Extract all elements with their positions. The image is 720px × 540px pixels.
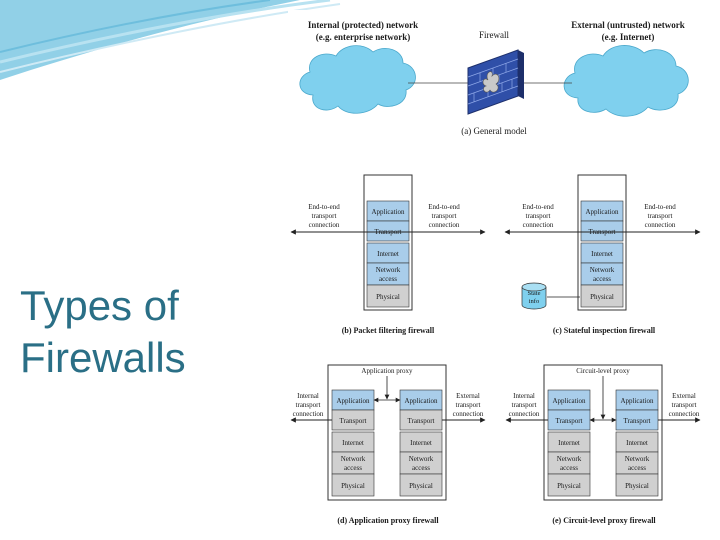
external-connection-label: transport	[672, 401, 697, 409]
state-info-label: info	[529, 298, 539, 305]
external-cloud-icon	[563, 45, 689, 117]
general-model-caption: (a) General model	[461, 126, 527, 136]
transport-layer: Transport	[624, 417, 651, 425]
internal-network-example: (e.g. enterprise network)	[316, 32, 410, 42]
internet-layer: Internet	[626, 439, 648, 447]
right-connection-label: connection	[645, 221, 676, 229]
transport-layer: Transport	[408, 417, 435, 425]
stateful-inspection-caption: (c) Stateful inspection firewall	[553, 326, 656, 335]
firewall-wall-icon	[467, 49, 524, 115]
external-connection-label: connection	[669, 410, 700, 418]
external-connection-label: connection	[453, 410, 484, 418]
left-connection-label: End-to-end	[308, 203, 340, 211]
internal-connection-label: transport	[512, 401, 537, 409]
network-layer-line2: access	[344, 464, 362, 472]
internet-layer: Internet	[558, 439, 580, 447]
external-connection-label: External	[456, 392, 480, 400]
network-layer-line1: Network	[557, 455, 582, 463]
application-proxy-panel: Application proxy Application Transport …	[290, 364, 486, 525]
firewall-label: Firewall	[479, 30, 509, 40]
slide-title-line1: Types of	[20, 282, 179, 329]
physical-layer: Physical	[409, 482, 433, 490]
layer-stack: Application Transport Internet Network a…	[366, 200, 410, 308]
network-layer-line1: Network	[625, 455, 650, 463]
application-layer: Application	[336, 397, 370, 405]
general-model-panel: Internal (protected) network (e.g. enter…	[299, 20, 689, 136]
transport-layer: Transport	[340, 417, 367, 425]
firewall-types-figure: Internal (protected) network (e.g. enter…	[288, 10, 703, 528]
right-connection-label: End-to-end	[644, 203, 676, 211]
left-connection-label: transport	[312, 212, 337, 220]
network-layer-line2: access	[628, 464, 646, 472]
layer-stack: Application Transport Internet Network a…	[399, 389, 443, 497]
slide-title-line2: Firewalls	[20, 334, 186, 381]
layer-stack: Application Transport Internet Network a…	[547, 389, 591, 497]
physical-layer: Physical	[625, 482, 649, 490]
external-connection-label: transport	[456, 401, 481, 409]
layer-stack: Application Transport Internet Network a…	[615, 389, 659, 497]
internal-network-label: Internal (protected) network	[308, 20, 418, 30]
state-info-label: State	[528, 290, 541, 297]
application-layer: Application	[620, 397, 654, 405]
network-layer-line1: Network	[409, 455, 434, 463]
physical-layer: Physical	[557, 482, 581, 490]
circuit-level-proxy-caption: (e) Circuit-level proxy firewall	[552, 516, 656, 525]
stateful-inspection-panel: Application Transport Internet Network a…	[504, 174, 701, 335]
network-layer-line2: access	[379, 275, 397, 283]
external-connection-label: External	[672, 392, 696, 400]
left-connection-label: transport	[526, 212, 551, 220]
right-connection-label: connection	[429, 221, 460, 229]
network-layer-line1: Network	[376, 266, 401, 274]
internet-layer: Internet	[591, 250, 613, 258]
internal-connection-label: Internal	[513, 392, 535, 400]
left-connection-label: connection	[523, 221, 554, 229]
internet-layer: Internet	[342, 439, 364, 447]
circuit-level-proxy-panel: Circuit-level proxy Application Transpor…	[505, 364, 701, 525]
physical-layer: Physical	[341, 482, 365, 490]
network-layer-line2: access	[412, 464, 430, 472]
right-connection-label: transport	[432, 212, 457, 220]
internal-connection-label: transport	[296, 401, 321, 409]
internal-connection-label: connection	[509, 410, 540, 418]
physical-layer: Physical	[376, 293, 400, 301]
network-layer-line2: access	[560, 464, 578, 472]
right-connection-label: End-to-end	[428, 203, 460, 211]
application-layer: Application	[585, 208, 619, 216]
internal-connection-label: Internal	[297, 392, 319, 400]
network-layer-line1: Network	[590, 266, 615, 274]
application-layer: Application	[404, 397, 438, 405]
network-layer-line2: access	[593, 275, 611, 283]
packet-filtering-caption: (b) Packet filtering firewall	[342, 326, 435, 335]
right-connection-label: transport	[648, 212, 673, 220]
application-proxy-label: Application proxy	[361, 367, 413, 375]
application-layer: Application	[371, 208, 405, 216]
circuit-level-proxy-label: Circuit-level proxy	[576, 367, 630, 375]
application-layer: Application	[552, 397, 586, 405]
external-network-example: (e.g. Internet)	[602, 32, 655, 42]
application-proxy-caption: (d) Application proxy firewall	[337, 516, 439, 525]
network-layer-line1: Network	[341, 455, 366, 463]
physical-layer: Physical	[590, 293, 614, 301]
layer-stack: Application Transport Internet Network a…	[331, 389, 375, 497]
internet-layer: Internet	[410, 439, 432, 447]
layer-stack: Application Transport Internet Network a…	[580, 200, 624, 308]
external-network-label: External (untrusted) network	[571, 20, 685, 30]
slide-title: Types of Firewalls	[20, 280, 260, 384]
left-connection-label: connection	[309, 221, 340, 229]
transport-layer: Transport	[556, 417, 583, 425]
internet-layer: Internet	[377, 250, 399, 258]
internal-cloud-icon	[299, 45, 416, 114]
packet-filtering-panel: Application Transport Internet Network a…	[290, 174, 486, 335]
internal-connection-label: connection	[293, 410, 324, 418]
left-connection-label: End-to-end	[522, 203, 554, 211]
state-info-database-icon: State info	[521, 282, 547, 310]
